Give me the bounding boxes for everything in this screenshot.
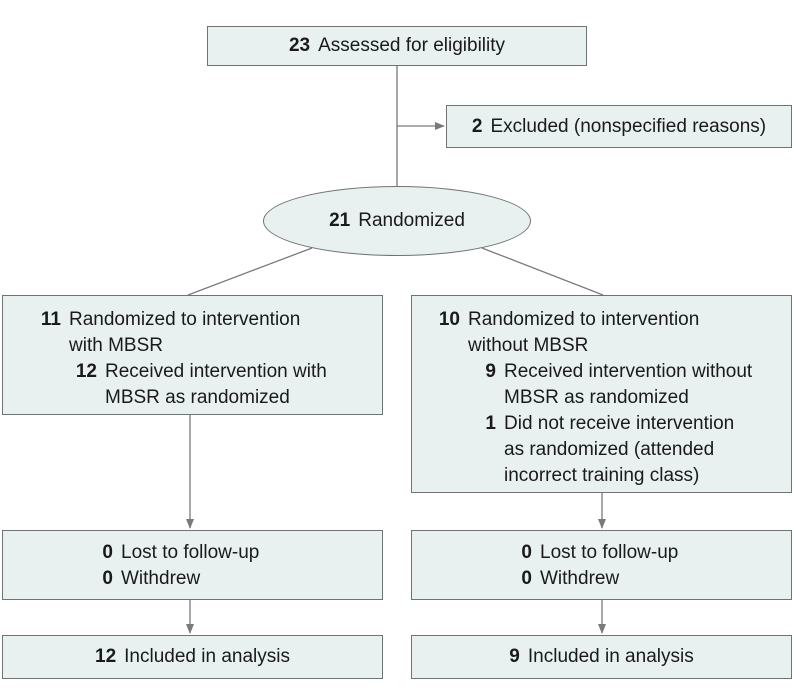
left-alloc-sub-l1: Received intervention with <box>105 361 327 382</box>
right-lost-row: 0 Lost to follow-up <box>512 540 791 566</box>
left-alloc-sub: 12 Received intervention with MBSR as ra… <box>69 359 382 411</box>
right-alloc-main: 10 Randomized to intervention without MB… <box>432 307 791 359</box>
right-alloc-sub2-l1: Did not receive intervention <box>504 413 735 434</box>
right-analysis-box: 9 Included in analysis <box>411 635 792 679</box>
right-analysis-count: 9 <box>509 646 520 667</box>
randomized-count: 21 <box>329 210 351 231</box>
right-alloc-sub1-l1: Received intervention without <box>504 361 753 382</box>
left-lost-label: Lost to follow-up <box>121 542 260 563</box>
left-lost-row: 0 Lost to follow-up <box>93 540 382 566</box>
left-withdrew-count: 0 <box>102 568 113 589</box>
left-alloc-label-l2: with MBSR <box>69 335 163 356</box>
assessed-label: Assessed for eligibility <box>318 35 506 56</box>
left-alloc-label-l1: Randomized to intervention <box>69 309 301 330</box>
left-allocation-box: 11 Randomized to intervention with MBSR … <box>2 295 383 415</box>
right-analysis-label: Included in analysis <box>527 646 694 667</box>
right-withdrew-count: 0 <box>521 568 532 589</box>
left-withdrew-row: 0 Withdrew <box>93 566 382 592</box>
right-withdrew-row: 0 Withdrew <box>512 566 791 592</box>
line-randomized-to-right <box>481 247 604 296</box>
excluded-box: 2 Excluded (nonspecified reasons) <box>446 105 792 148</box>
right-alloc-sub1-count: 9 <box>485 361 496 382</box>
excluded-label: Excluded (nonspecified reasons) <box>490 115 767 137</box>
right-alloc-label-l1: Randomized to intervention <box>468 309 700 330</box>
right-alloc-sub2-l2: as randomized (attended <box>504 439 715 460</box>
right-alloc-count: 10 <box>438 309 460 330</box>
right-alloc-label-l2: without MBSR <box>468 335 589 356</box>
left-analysis-label: Included in analysis <box>124 646 290 667</box>
left-alloc-main: 11 Randomized to intervention with MBSR <box>33 307 382 359</box>
right-alloc-sub2-l3: incorrect training class) <box>504 465 700 486</box>
left-lost-count: 0 <box>102 542 113 563</box>
left-alloc-count: 11 <box>40 309 61 330</box>
left-followup-box: 0 Lost to follow-up 0 Withdrew <box>2 530 383 600</box>
left-withdrew-label: Withdrew <box>121 568 201 589</box>
right-alloc-sub1: 9 Received intervention without MBSR as … <box>468 359 791 411</box>
left-analysis-count: 12 <box>95 646 117 667</box>
left-alloc-sub-l2: MBSR as randomized <box>105 387 290 408</box>
left-analysis-box: 12 Included in analysis <box>2 635 383 679</box>
line-randomized-to-left <box>187 247 313 296</box>
right-lost-count: 0 <box>521 542 532 563</box>
excluded-count: 2 <box>471 115 483 137</box>
assessed-count: 23 <box>288 35 311 56</box>
left-alloc-sub-count: 12 <box>75 361 97 382</box>
right-allocation-box: 10 Randomized to intervention without MB… <box>411 295 792 493</box>
right-withdrew-label: Withdrew <box>540 568 620 589</box>
right-followup-box: 0 Lost to follow-up 0 Withdrew <box>411 530 792 600</box>
right-lost-label: Lost to follow-up <box>540 542 679 563</box>
right-alloc-sub2: 1 Did not receive intervention as random… <box>468 411 791 489</box>
assessed-box: 23 Assessed for eligibility <box>207 26 587 66</box>
right-alloc-sub2-count: 1 <box>485 413 496 434</box>
randomized-label: Randomized <box>358 210 465 231</box>
randomized-ellipse: 21 Randomized <box>263 186 531 256</box>
right-alloc-sub1-l2: MBSR as randomized <box>504 387 689 408</box>
